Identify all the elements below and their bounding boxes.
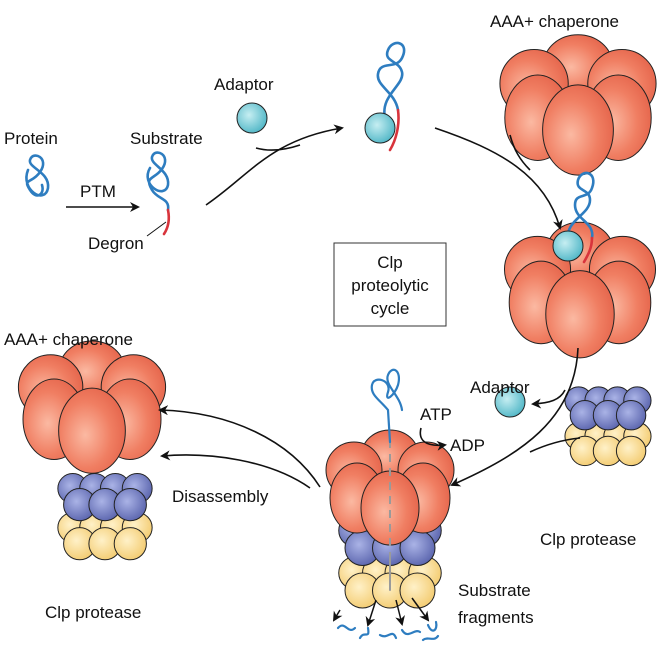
cycle-label-line3: cycle bbox=[371, 299, 410, 318]
clp-protease-left bbox=[57, 473, 153, 561]
complex-squiggle bbox=[376, 41, 406, 120]
adp-label: ADP bbox=[450, 436, 485, 455]
chaperone-label-left: AAA+ chaperone bbox=[4, 330, 133, 349]
fragments-label-line2: fragments bbox=[458, 608, 534, 627]
substrate-squiggle bbox=[146, 151, 170, 212]
complex-degron bbox=[388, 108, 400, 152]
cycle-label-box bbox=[333, 242, 447, 327]
chaperone-binding-arrow bbox=[434, 127, 563, 230]
cycle-label-line2: proteolytic bbox=[351, 276, 429, 295]
atp-adp-arrow bbox=[419, 427, 447, 451]
substrate-label: Substrate bbox=[130, 129, 203, 148]
adaptor-join-line bbox=[255, 144, 301, 151]
degron-pointer-line bbox=[146, 221, 167, 237]
disassembly-label: Disassembly bbox=[172, 487, 269, 506]
adaptor-label-top: Adaptor bbox=[214, 75, 274, 94]
degron-label: Degron bbox=[88, 234, 144, 253]
chaperone-join-line bbox=[509, 134, 531, 171]
central-substrate-squiggle bbox=[370, 368, 404, 444]
protein-label: Protein bbox=[4, 129, 58, 148]
disassembly-arrow-protease bbox=[160, 450, 311, 489]
chaperone-complex-degron bbox=[582, 236, 594, 264]
substrate-fragments bbox=[332, 597, 440, 642]
adaptor-label-right: Adaptor bbox=[470, 378, 530, 397]
clp-protease-right bbox=[564, 386, 652, 467]
adaptor-release-arrow bbox=[531, 389, 566, 409]
adaptor-binding-arrow bbox=[205, 124, 344, 206]
ptm-label: PTM bbox=[80, 182, 116, 201]
atp-label: ATP bbox=[420, 405, 452, 424]
protease-label-left: Clp protease bbox=[45, 603, 141, 622]
adaptor-ball-released bbox=[494, 386, 526, 418]
chaperone-left bbox=[17, 340, 167, 474]
chaperone-complex-squiggle bbox=[566, 171, 595, 242]
adaptor-ball-complex bbox=[364, 112, 396, 144]
adaptor-ball-on-chaperone bbox=[552, 230, 584, 262]
fragments-label-line1: Substrate bbox=[458, 581, 531, 600]
protein-squiggle bbox=[25, 154, 50, 197]
adaptor-ball-top bbox=[236, 102, 268, 134]
disassembly-arrow-chaperone bbox=[158, 405, 321, 488]
protease-join-line bbox=[529, 437, 581, 453]
chaperone-label-top: AAA+ chaperone bbox=[490, 12, 619, 31]
degron-tail bbox=[162, 208, 171, 236]
cycle-label-line1: Clp bbox=[377, 253, 403, 272]
chaperone-top bbox=[499, 34, 657, 176]
protease-binding-arrow bbox=[450, 347, 579, 487]
protease-label-right: Clp protease bbox=[540, 530, 636, 549]
